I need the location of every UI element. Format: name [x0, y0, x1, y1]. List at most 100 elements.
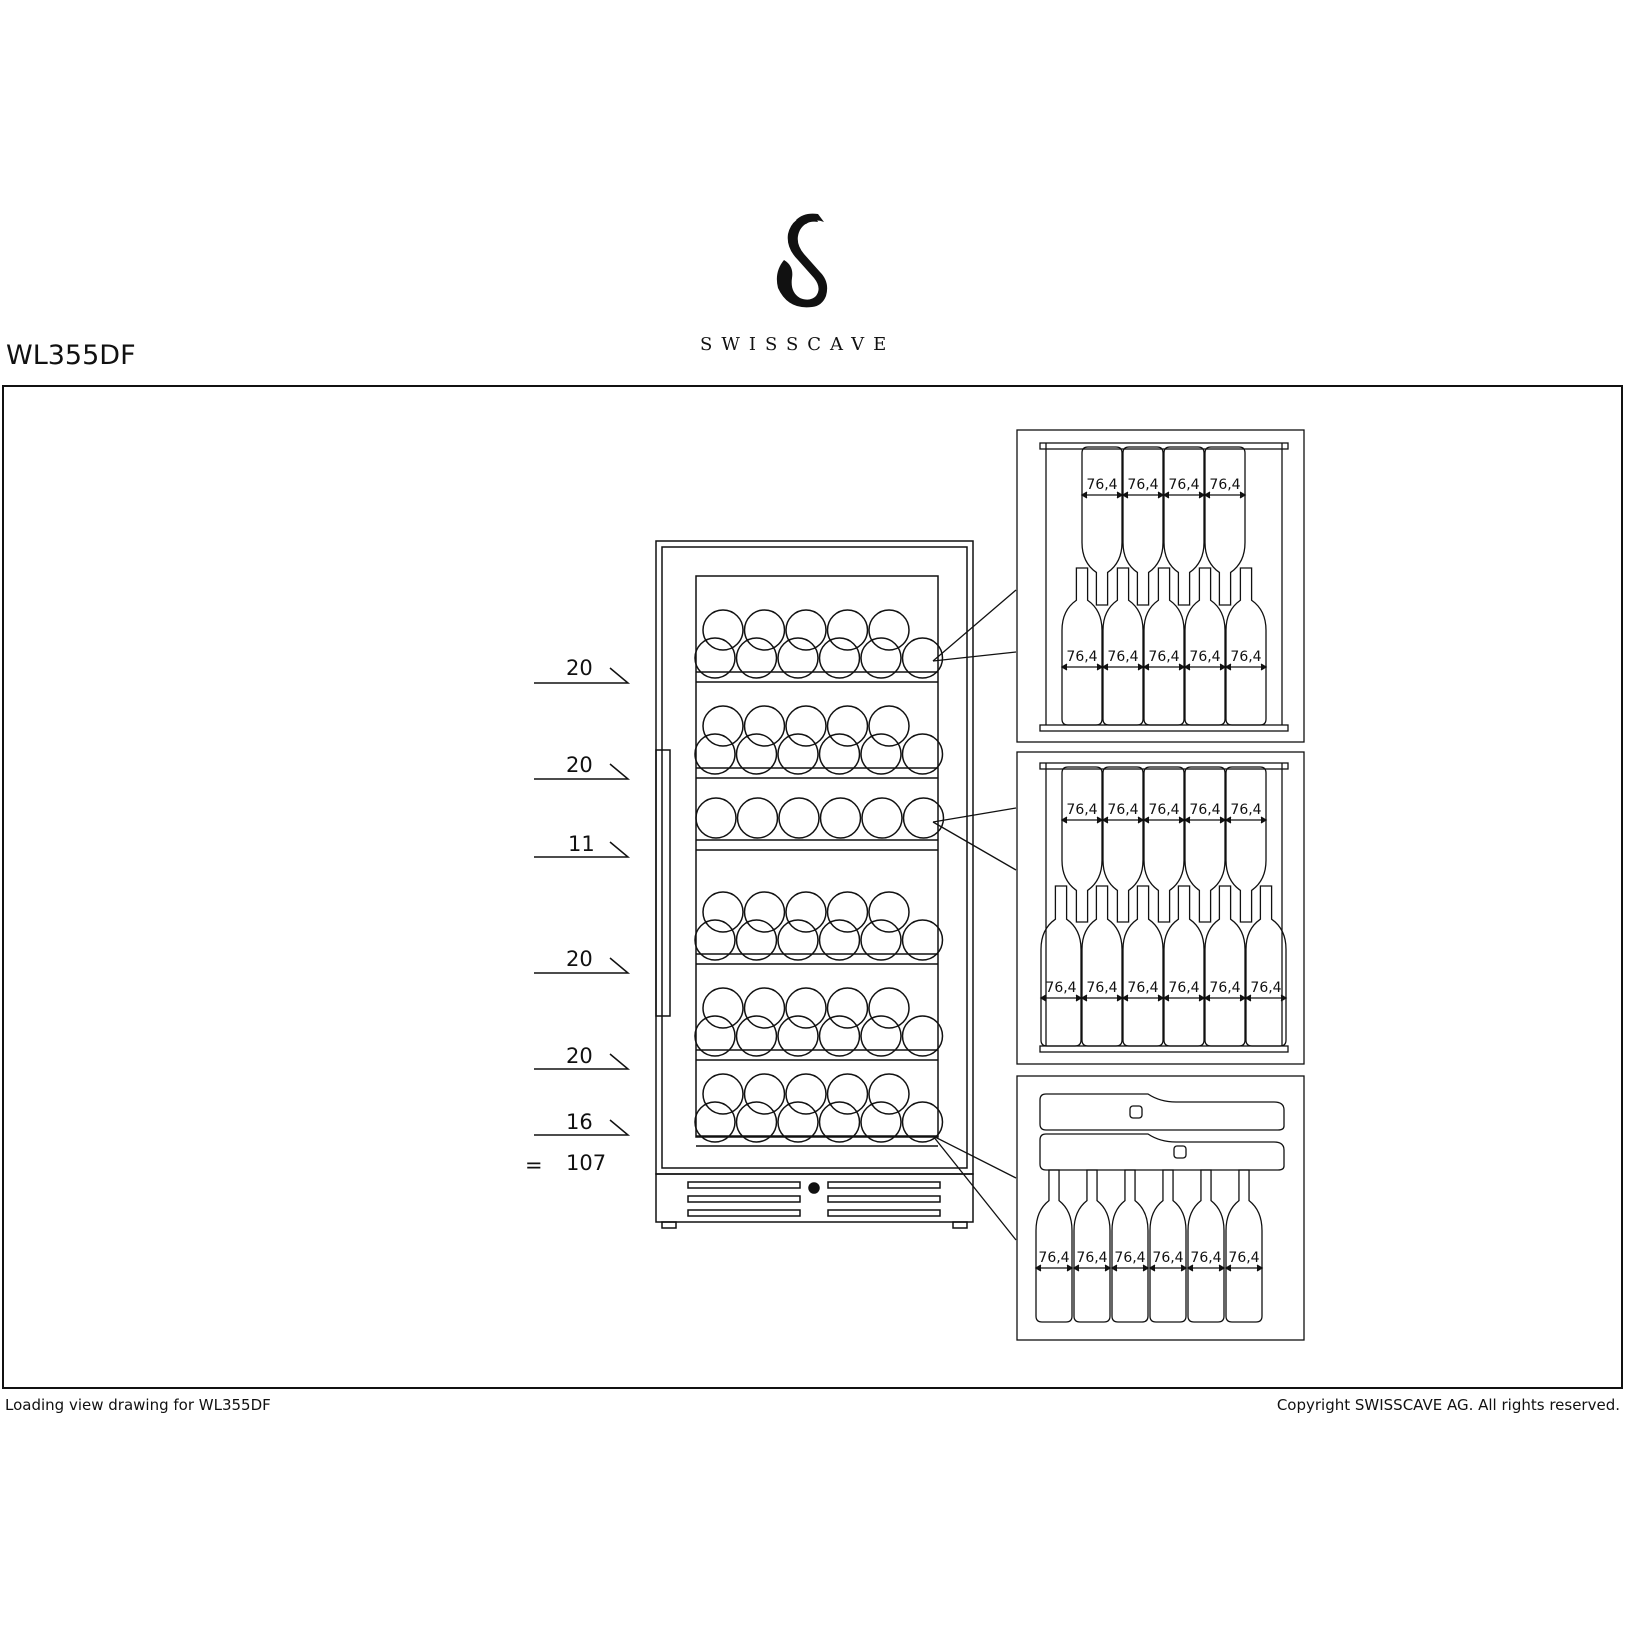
dimension-arrow	[1137, 663, 1145, 671]
dimension-arrow	[1121, 491, 1129, 499]
bottle-end	[860, 637, 902, 679]
shelf-top-rail	[1039, 442, 1289, 450]
bottle-end	[735, 919, 778, 961]
bottle	[1225, 567, 1267, 726]
dimension-label: 76,4	[1045, 980, 1076, 996]
dimension-label: 76,4	[1189, 802, 1220, 818]
total-count: 107	[566, 1151, 607, 1175]
bottle-end	[818, 1101, 861, 1143]
count-leader-line	[534, 667, 631, 684]
bottle-end	[868, 609, 910, 651]
dimension-arrow	[1060, 816, 1068, 824]
dimension-arrow	[1121, 994, 1129, 1002]
bottle-end	[702, 1073, 744, 1115]
callout-line	[932, 651, 1017, 662]
dimension-label: 76,4	[1189, 649, 1220, 665]
bottle-end	[868, 891, 910, 933]
dimension-arrow	[1137, 816, 1145, 824]
ventilation-slot	[827, 1209, 941, 1217]
dimension-label: 76,4	[1209, 980, 1240, 996]
bottle	[1143, 567, 1185, 726]
dimension-arrow	[1142, 1264, 1150, 1272]
callout-line	[932, 807, 1017, 823]
bottle-end	[777, 637, 819, 679]
drawing-frame	[2, 385, 1623, 1389]
bottle-end	[826, 987, 869, 1029]
count-leader-line	[534, 763, 631, 780]
dimension-arrow	[1198, 491, 1206, 499]
count-leader-line	[534, 1119, 631, 1136]
detail-1-frame	[1016, 429, 1305, 743]
bottle-end	[868, 705, 910, 747]
bottle-end	[818, 637, 861, 679]
bottle	[1143, 766, 1185, 923]
bottle-end	[702, 705, 744, 747]
dimension-label: 76,4	[1230, 802, 1261, 818]
dimension-label: 76,4	[1230, 649, 1261, 665]
bottle-end	[860, 733, 902, 775]
callout-line	[932, 589, 1017, 662]
dimension-label: 76,4	[1168, 980, 1199, 996]
dimension-label: 76,4	[1228, 1250, 1259, 1266]
bottle	[1061, 766, 1103, 923]
cabinet-glass	[695, 575, 939, 1138]
dimension-arrow	[1101, 663, 1109, 671]
dimension-label: 76,4	[1107, 649, 1138, 665]
ventilation-slot	[827, 1195, 941, 1203]
dimension-arrow	[1096, 816, 1104, 824]
dimension-arrow	[1110, 1264, 1118, 1272]
dimension-arrow	[1224, 1264, 1232, 1272]
bottle-end	[702, 987, 744, 1029]
dimension-label: 76,4	[1152, 1250, 1183, 1266]
lying-bottle	[1039, 1093, 1285, 1131]
bottle-end	[735, 1015, 778, 1057]
dimension-arrow	[1080, 491, 1088, 499]
ventilation-slot	[687, 1181, 801, 1189]
dimension-arrow	[1218, 1264, 1226, 1272]
dimension-label: 76,4	[1066, 802, 1097, 818]
bottle	[1184, 567, 1226, 726]
bottle-end	[902, 797, 945, 839]
bottle-end	[868, 1073, 910, 1115]
dimension-label: 76,4	[1038, 1250, 1069, 1266]
cabinet-foot	[661, 1221, 677, 1229]
bottle-end	[826, 891, 869, 933]
count-leader-line	[534, 957, 631, 974]
bottle	[1204, 885, 1246, 1047]
dimension-arrow	[1178, 816, 1186, 824]
dimension-arrow	[1142, 663, 1150, 671]
bottle-end	[694, 919, 736, 961]
swisscave-logo-icon	[770, 212, 860, 312]
bottle	[1073, 1169, 1111, 1323]
detail-2-frame	[1016, 751, 1305, 1065]
shelf-top-rail	[1039, 762, 1289, 770]
cabinet-inner-frame	[661, 546, 968, 1169]
total-sign: =	[525, 1153, 543, 1177]
bottle-end	[777, 919, 819, 961]
bottle	[1061, 567, 1103, 726]
bottle-end	[785, 987, 827, 1029]
detail-callout-lines	[932, 589, 1017, 1241]
bottle-end	[743, 609, 786, 651]
bottle-end	[785, 705, 827, 747]
bottle-end	[868, 987, 910, 1029]
bottle	[1035, 1169, 1073, 1323]
bottle-end	[736, 797, 779, 839]
ventilation-slot	[687, 1209, 801, 1217]
dimension-arrow	[1162, 491, 1170, 499]
bottle-end	[735, 637, 778, 679]
bottle-cap	[1173, 1145, 1187, 1159]
bottle-end	[694, 1101, 736, 1143]
bottle-end	[735, 1101, 778, 1143]
dimension-label: 76,4	[1209, 477, 1240, 493]
shelf-bottom-rail	[1039, 724, 1289, 732]
dimension-arrow	[1101, 816, 1109, 824]
bottle-end	[702, 891, 744, 933]
dimension-label: 76,4	[1148, 802, 1179, 818]
shelf-count-5: 20	[566, 1044, 593, 1068]
bottle-cap	[1129, 1105, 1143, 1119]
bottle-end	[735, 733, 778, 775]
cabinet-foot	[952, 1221, 968, 1229]
callout-line	[932, 1135, 1017, 1179]
